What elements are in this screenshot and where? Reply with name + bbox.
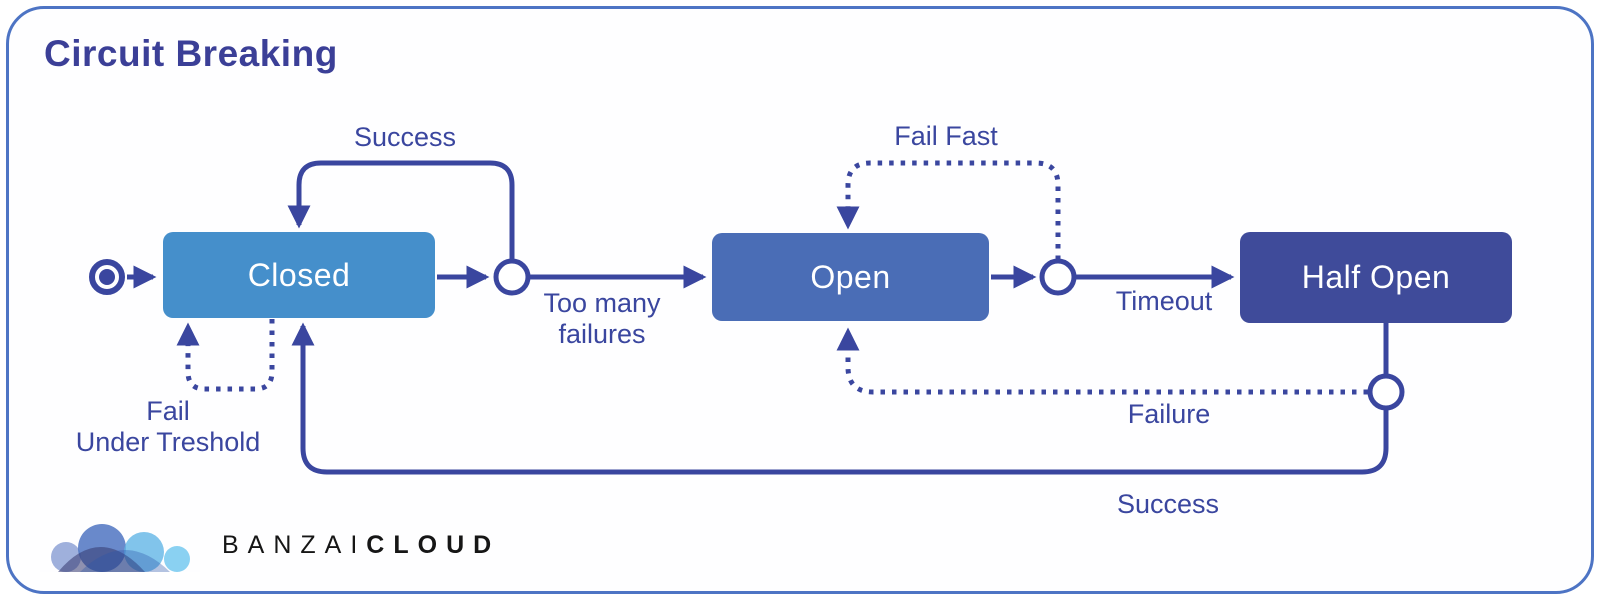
junction-circle-after-open xyxy=(1039,258,1077,296)
label-fail-under-line1: Fail xyxy=(146,396,190,426)
label-too-many-line1: Too many xyxy=(543,288,661,318)
logo-wordmark: BANZAICLOUD xyxy=(222,531,500,560)
arrow-fail-fast-loop-to-open xyxy=(836,160,1061,260)
state-open: Open xyxy=(712,233,989,321)
state-half-open-label: Half Open xyxy=(1301,259,1451,295)
state-closed: Closed xyxy=(163,232,435,318)
arrow-failure-to-open xyxy=(836,327,1368,395)
label-failure: Failure xyxy=(1127,399,1211,429)
cloud-logo-icon xyxy=(40,524,200,580)
state-half-open: Half Open xyxy=(1240,232,1512,323)
initial-state-outer-ring xyxy=(89,259,125,295)
label-too-many-failures: Too many failures xyxy=(543,288,660,350)
label-too-many-line2: failures xyxy=(558,319,646,349)
label-fail-fast: Fail Fast xyxy=(894,121,998,151)
label-fail-under-line2: Under Treshold xyxy=(75,427,261,457)
state-closed-label: Closed xyxy=(247,256,351,293)
label-success-top: Success xyxy=(353,122,457,152)
label-success-bottom: Success xyxy=(1116,489,1220,519)
initial-state-inner-dot xyxy=(99,269,115,285)
junction-circle-below-half-open xyxy=(1367,373,1405,411)
arrow-success-to-closed xyxy=(291,322,1389,475)
state-open-label: Open xyxy=(810,258,891,295)
arrow-fail-under-treshold-loop xyxy=(176,319,275,392)
logo-text-cloud: CLOUD xyxy=(366,530,501,559)
logo-text-banzai: BANZAI xyxy=(222,530,367,559)
label-timeout: Timeout xyxy=(1115,286,1213,316)
page-title: Circuit Breaking xyxy=(44,33,338,74)
label-fail-under-treshold: Fail Under Treshold xyxy=(76,396,261,458)
arrow-success-loop-to-closed xyxy=(287,160,515,260)
banzai-cloud-logo: BANZAICLOUD xyxy=(40,510,500,580)
junction-circle-after-closed xyxy=(493,258,531,296)
